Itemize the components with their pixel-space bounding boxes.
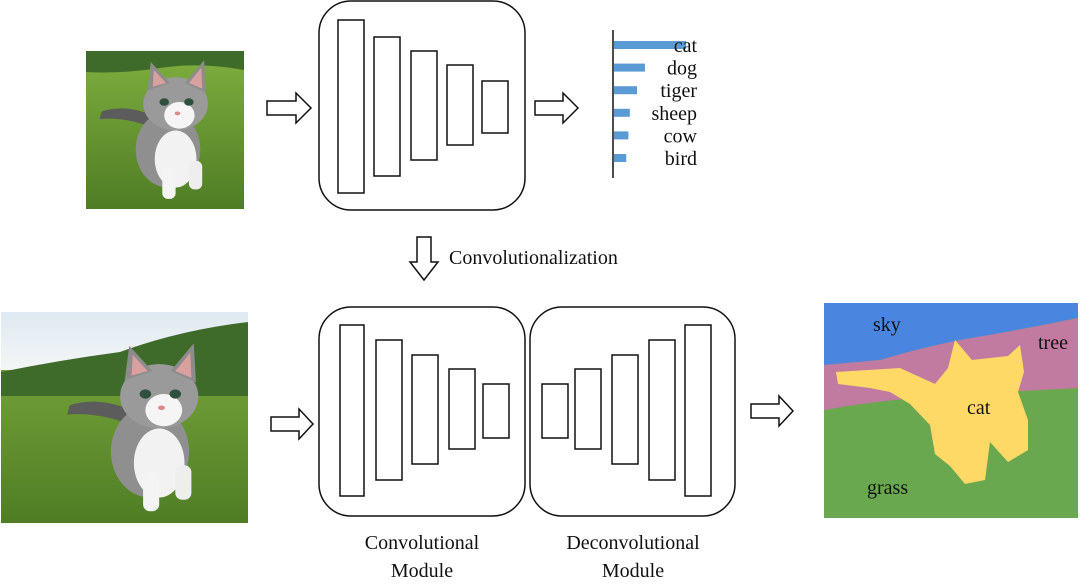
conv-layer-1 bbox=[339, 324, 365, 497]
deconv-layer-1 bbox=[541, 383, 569, 439]
class-bar-dog bbox=[614, 63, 645, 72]
conv-layer-4 bbox=[448, 368, 476, 450]
class-label-bird: bird bbox=[665, 148, 697, 170]
deconv-layer-2 bbox=[574, 368, 602, 450]
class-label-cow: cow bbox=[664, 125, 698, 147]
deconv-module-label-line2: Module bbox=[602, 560, 664, 582]
cnn-classifier-module bbox=[318, 0, 526, 211]
layer-5 bbox=[481, 80, 509, 134]
arrow-right-icon bbox=[270, 407, 315, 441]
cat-label: cat bbox=[967, 397, 991, 419]
conv-module-box bbox=[318, 306, 526, 517]
tree-label: tree bbox=[1038, 332, 1068, 354]
deconv-layer-4 bbox=[648, 339, 676, 481]
convolutionalization-label: Convolutionalization bbox=[449, 247, 618, 269]
class-bar-tiger bbox=[614, 86, 638, 95]
convolutional-module bbox=[318, 306, 526, 517]
layer-2 bbox=[373, 36, 401, 177]
kitten-photo-bottom bbox=[1, 312, 248, 523]
conv-module-label-line2: Module bbox=[391, 560, 453, 582]
kitten-photo-top bbox=[86, 51, 244, 209]
conv-module-label-line1: Convolutional bbox=[365, 532, 480, 554]
class-label-tiger: tiger bbox=[660, 80, 697, 102]
sky-region bbox=[824, 303, 1078, 365]
conv-layer-3 bbox=[411, 354, 439, 465]
class-bar-bird bbox=[614, 154, 627, 162]
cnn-module-box bbox=[318, 0, 526, 211]
class-bar-sheep bbox=[614, 108, 630, 117]
deconv-module-label-line1: Deconvolutional bbox=[566, 532, 700, 554]
class-bar-cow bbox=[614, 131, 629, 140]
arrow-right-icon bbox=[266, 91, 313, 125]
layer-3 bbox=[410, 50, 438, 161]
layer-4 bbox=[446, 64, 474, 146]
grass-label: grass bbox=[867, 477, 908, 499]
arrow-right-icon bbox=[534, 91, 580, 125]
arrow-right-icon bbox=[750, 394, 795, 428]
class-bar-cat bbox=[614, 41, 686, 49]
deconvolutional-module bbox=[529, 306, 736, 517]
sky-label: sky bbox=[873, 314, 901, 336]
class-label-sheep: sheep bbox=[651, 103, 697, 125]
conv-layer-2 bbox=[375, 339, 403, 481]
conv-layer-5 bbox=[482, 383, 510, 439]
segmentation-map: sky tree cat grass bbox=[824, 303, 1078, 518]
deconv-layer-3 bbox=[611, 354, 639, 465]
deconv-module-box bbox=[529, 306, 736, 517]
class-label-cat: cat bbox=[674, 35, 698, 57]
deconv-layer-5 bbox=[684, 324, 712, 497]
cat-region bbox=[836, 340, 1028, 484]
class-label-dog: dog bbox=[667, 58, 697, 80]
layer-1 bbox=[337, 19, 365, 194]
arrow-down-icon bbox=[408, 236, 440, 282]
